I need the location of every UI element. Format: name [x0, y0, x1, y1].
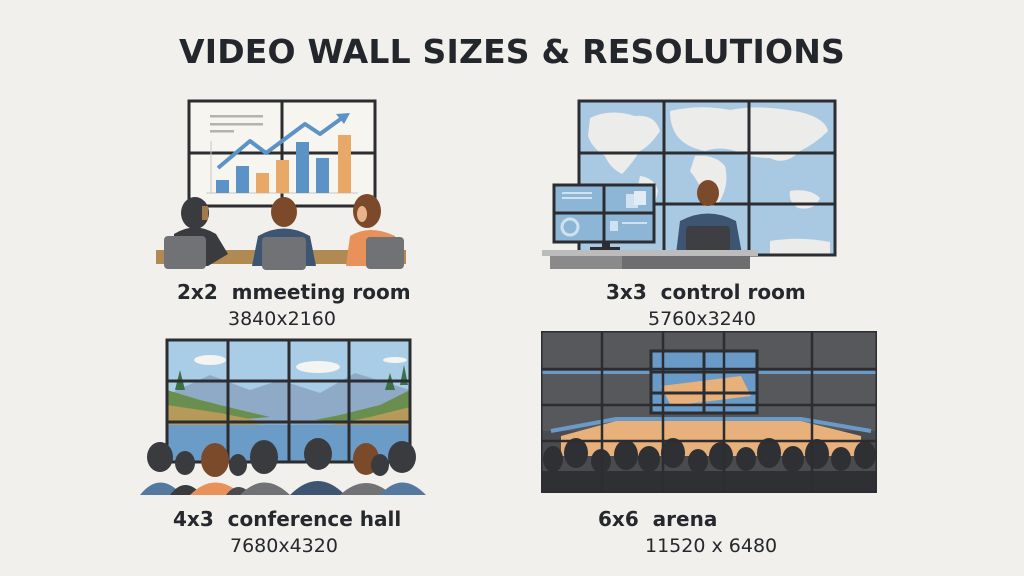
video-wall-6x6 — [541, 331, 877, 493]
person-icon — [252, 197, 316, 270]
person-icon — [164, 197, 228, 269]
control-room-illustration — [530, 96, 870, 276]
video-wall-4x3 — [165, 338, 412, 464]
panel-resolution-control-room: 5760x3240 — [648, 308, 756, 330]
meeting-room-illustration — [150, 96, 420, 276]
conference-hall-illustration — [130, 335, 430, 495]
panel-resolution-conference-hall: 7680x4320 — [230, 535, 338, 557]
panel-name-arena: 6x6 arena — [598, 507, 718, 531]
panel-name-control-room: 3x3 control room — [606, 280, 806, 304]
video-wall-2x2 — [187, 99, 377, 208]
panel-resolution-arena: 11520 x 6480 — [645, 535, 778, 557]
panel-name-meeting-room: 2x2 mmeeting room — [177, 280, 411, 304]
panel-name-conference-hall: 4x3 conference hall — [173, 507, 402, 531]
page-title: VIDEO WALL SIZES & RESOLUTIONS — [179, 32, 845, 71]
audience — [140, 438, 426, 495]
panel-resolution-meeting-room: 3840x2160 — [228, 308, 336, 330]
arena-illustration — [541, 331, 877, 493]
desk-monitor — [552, 183, 656, 250]
person-icon — [346, 194, 404, 269]
jumbotron — [649, 349, 759, 415]
